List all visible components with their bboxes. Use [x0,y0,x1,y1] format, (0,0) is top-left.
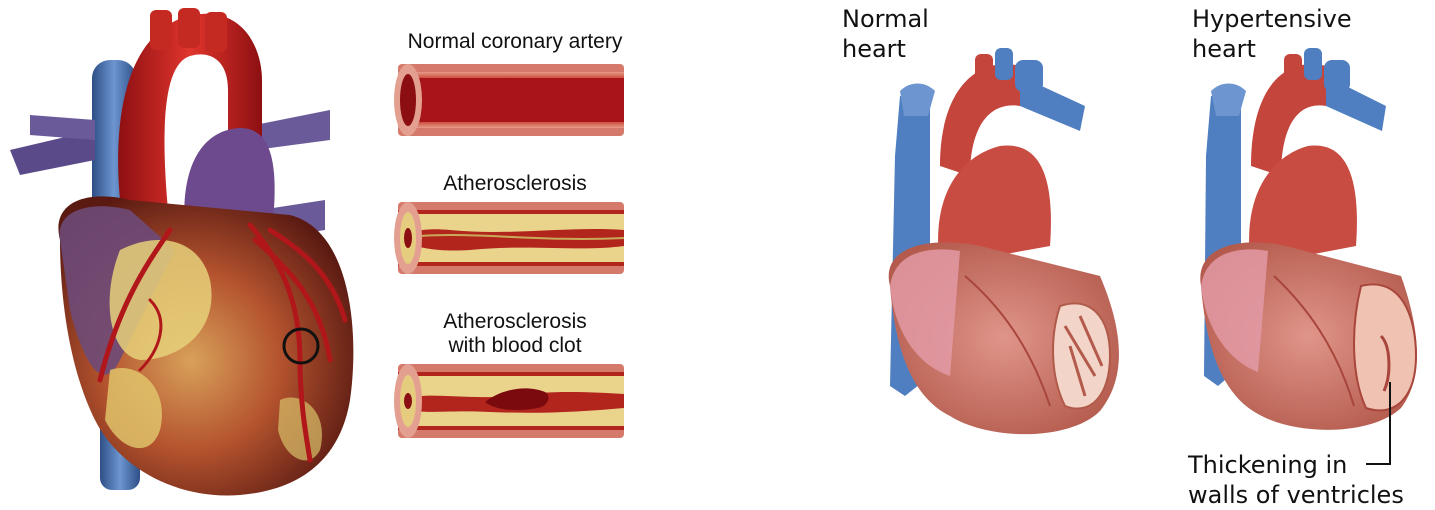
clot-label-line2: with blood clot [380,334,650,358]
clot-label-line1: Atherosclerosis [380,310,650,334]
atherosclerosis-label: Atherosclerosis [380,172,650,196]
normal-artery-diagram [390,62,626,138]
atherosclerosis-clot-diagram [390,362,626,440]
thickening-callout: Thickening in walls of ventricles [1188,450,1404,510]
callout-line1: Thickening in [1188,450,1404,480]
callout-line2: walls of ventricles [1188,480,1404,510]
normal-artery-label: Normal coronary artery [380,30,650,54]
normal-heart-title-line1: Normal [842,4,929,34]
atherosclerosis-diagram [390,200,626,276]
hypertensive-heart-title-line1: Hypertensive [1192,4,1352,34]
coronary-heart-illustration [0,0,370,509]
normal-heart-illustration [870,46,1130,446]
atherosclerosis-clot-label: Atherosclerosis with blood clot [380,310,650,358]
hypertensive-heart-illustration [1186,46,1426,436]
